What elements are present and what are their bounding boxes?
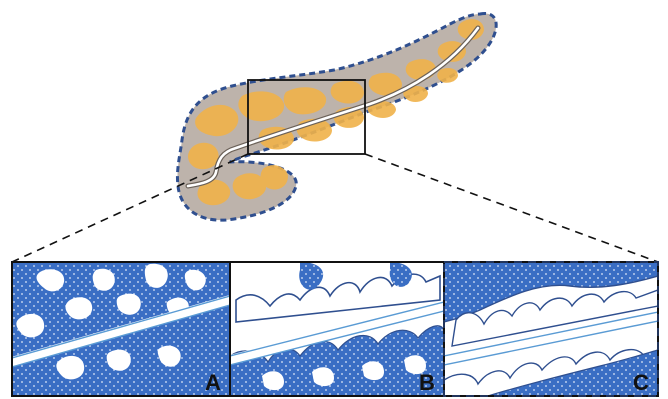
- pancreas-organ: [177, 13, 496, 220]
- zoom-guides: [12, 154, 658, 262]
- panel-label-a: A: [205, 370, 221, 395]
- panel-a: A: [12, 262, 230, 396]
- panel-label-b: B: [419, 370, 435, 395]
- panel-label-c: C: [633, 370, 649, 395]
- panel-b: B: [230, 262, 444, 396]
- panel-c: C: [444, 262, 658, 396]
